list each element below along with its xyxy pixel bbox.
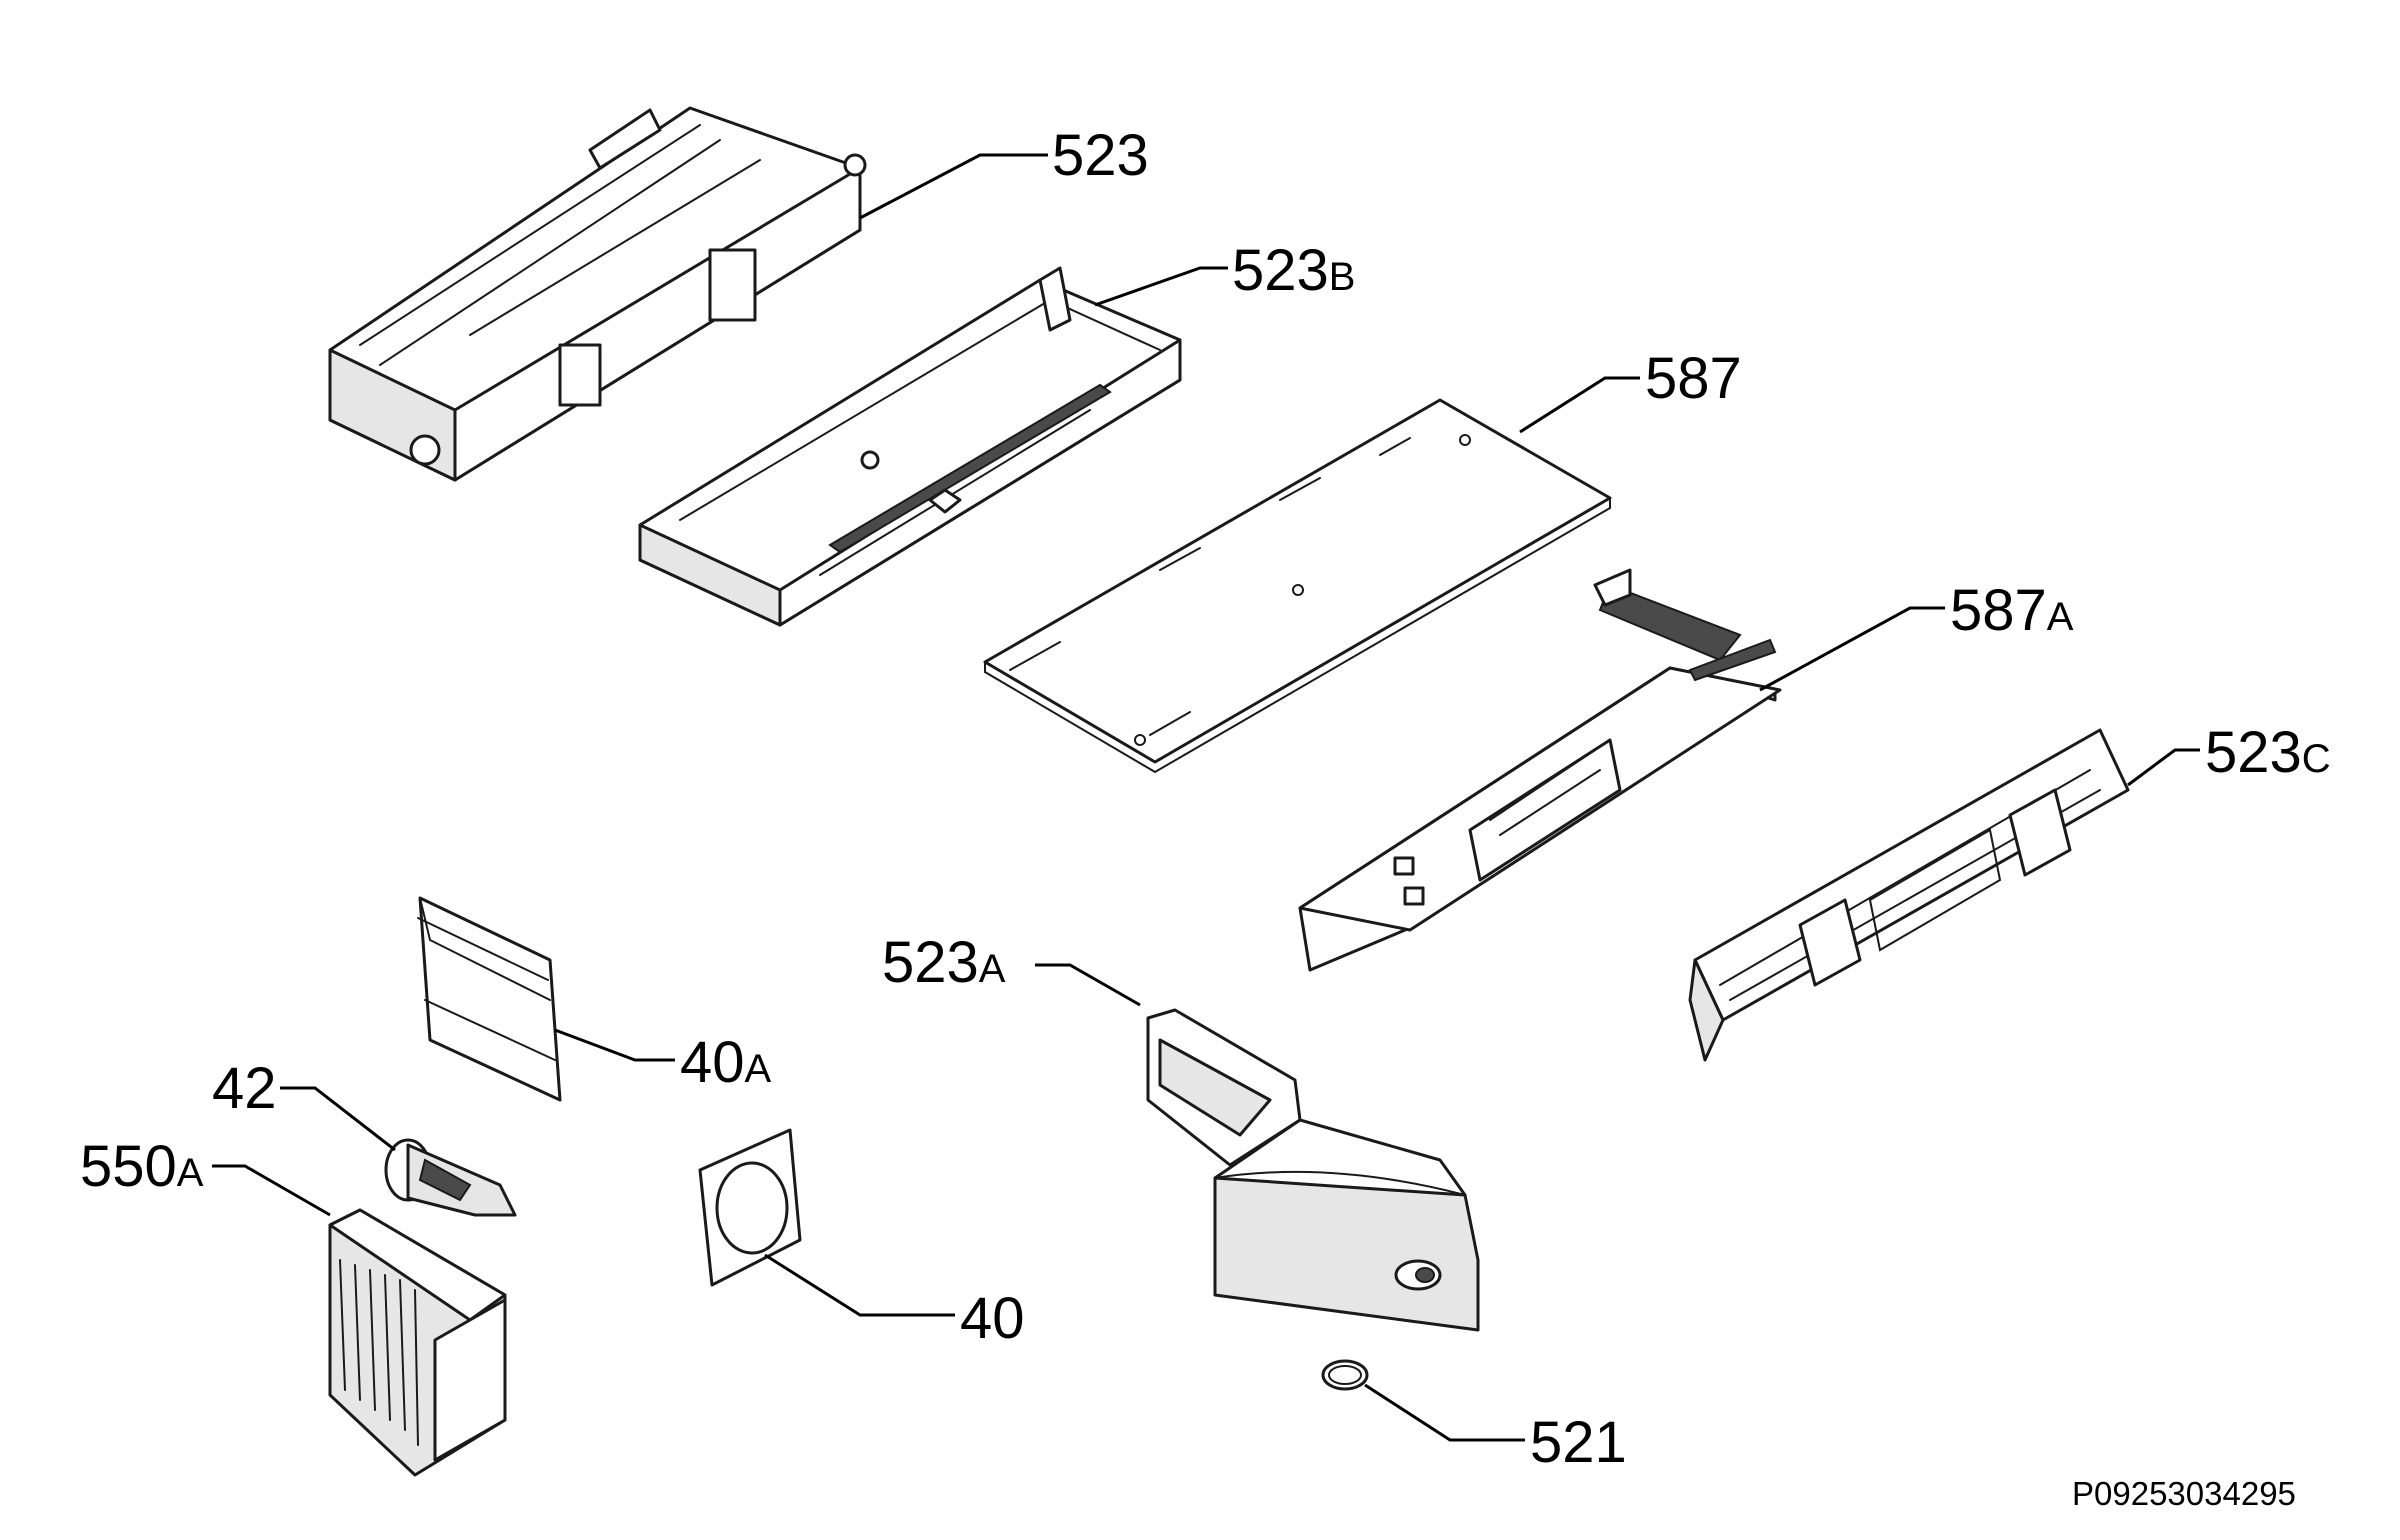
part-42-connector — [384, 1138, 517, 1217]
leader-523a — [1035, 963, 1141, 1007]
part-523b-tray — [638, 266, 1182, 627]
callout-587: 587 — [1645, 346, 1742, 411]
callout-523a: 523A — [882, 930, 1006, 995]
leader-523c — [2127, 748, 2200, 787]
part-587-circuit-board — [983, 398, 1612, 774]
callout-587a: 587A — [1950, 578, 2074, 643]
callout-40: 40 — [960, 1286, 1025, 1351]
callout-523c: 523C — [2205, 720, 2331, 785]
part-587a-display-module — [1298, 568, 1782, 972]
callout-42: 42 — [212, 1056, 277, 1121]
callout-550a: 550A — [80, 1134, 204, 1199]
part-40-gasket — [698, 1128, 802, 1287]
leader-550a — [212, 1164, 331, 1217]
part-40a-rail — [417, 896, 562, 1102]
leader-40a — [554, 1028, 675, 1062]
leader-523 — [859, 153, 1048, 220]
part-550a-side-cap — [328, 1208, 507, 1477]
leader-521 — [1364, 1383, 1525, 1442]
part-523-housing — [328, 106, 867, 482]
callout-521: 521 — [1530, 1410, 1627, 1475]
part-523a-front-cover — [1146, 1008, 1480, 1332]
callout-40a: 40A — [680, 1030, 772, 1095]
part-521-ring — [1321, 1359, 1369, 1391]
callout-523b: 523B — [1232, 238, 1355, 303]
leader-40 — [764, 1253, 955, 1317]
leader-lines — [212, 153, 2200, 1442]
leader-523b — [1094, 266, 1228, 307]
document-id: P09253034295 — [2072, 1475, 2296, 1512]
leader-587a — [1759, 606, 1945, 692]
part-523c-front-frame — [1688, 728, 2130, 1062]
callout-523: 523 — [1052, 123, 1149, 188]
leader-587 — [1519, 376, 1640, 434]
leader-42 — [280, 1086, 396, 1152]
callout-labels: 523 523B 587 587A 523C 523A 40A 42 550A … — [80, 123, 2331, 1475]
